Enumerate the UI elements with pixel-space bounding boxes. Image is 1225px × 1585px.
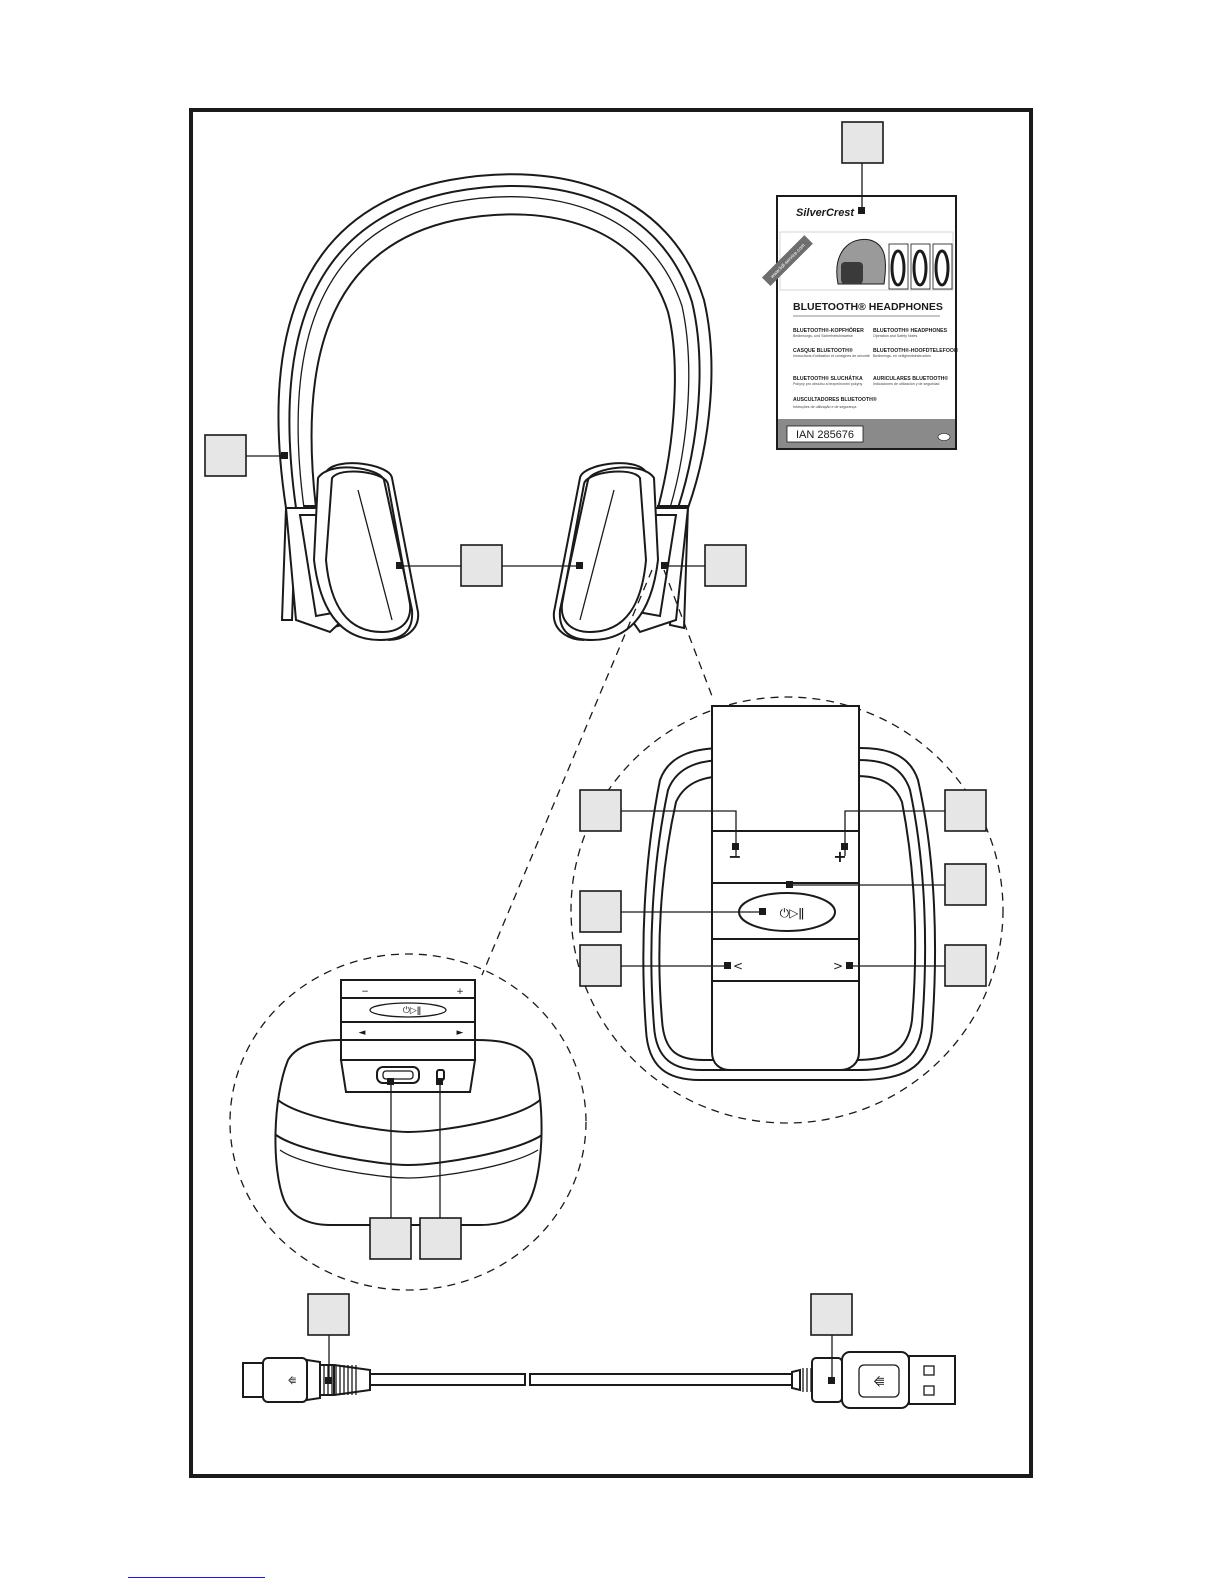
manual-entry-sub: Bedienings- en veiligheidsinstructies <box>873 354 931 358</box>
usb-cable: ⭅ ⭅ <box>242 1351 956 1409</box>
callout-volume-down <box>579 789 622 832</box>
manual-entry-sub: Operation and Safety Notes <box>873 334 918 338</box>
next-track-icon: > <box>833 959 843 973</box>
previous-track-icon: < <box>733 959 743 973</box>
manual-title: BLUETOOTH® HEADPHONES <box>793 301 943 313</box>
mini-power-play-icon: ⏻▷ǁ <box>403 1005 421 1016</box>
manual-booklet: SilverCrest www.lidl-service.com BLUETOO… <box>761 195 958 450</box>
manual-entry-sub: Bedienungs- und Sicherheitshinweise <box>793 334 853 338</box>
zoom-circle-controls <box>570 696 1004 1124</box>
callout-ear-cushions <box>460 544 503 587</box>
mini-prev-icon: ◄ <box>359 1028 366 1038</box>
callout-usb-a-connector <box>810 1293 853 1336</box>
callout-volume-up <box>944 789 987 832</box>
manual-entry-lang: CASQUE BLUETOOTH® <box>793 347 853 354</box>
manual-brand: SilverCrest <box>796 207 855 219</box>
manual-entry-lang: BLUETOOTH® HEADPHONES <box>873 327 948 334</box>
manual-entry-list: BLUETOOTH®-KOPFHÖRER Bedienungs- und Sic… <box>793 327 958 409</box>
page-frame <box>189 108 1033 1478</box>
power-play-icon: ⏻▷ǁ <box>780 906 805 920</box>
callout-control-panel <box>704 544 747 587</box>
micro-usb-plug <box>242 1362 264 1398</box>
usb-a-plug <box>908 1355 956 1405</box>
manual-entry-sub: Instructions d'utilisation et consignes … <box>793 354 870 358</box>
manual-entry-lang: BLUETOOTH®-KOPFHÖRER <box>793 327 864 334</box>
manual-entry-sub: Pokyny pro obsluhu a bezpečnostní pokyny <box>793 382 863 386</box>
manual-entry-lang: BLUETOOTH®-HOOFDTELEFOON <box>873 347 958 354</box>
callout-reset-hole <box>419 1217 462 1260</box>
manual-ian: IAN 285676 <box>796 429 854 441</box>
callout-led <box>944 863 987 906</box>
callout-power-play <box>579 890 622 933</box>
manual-photo-headphones <box>836 238 953 290</box>
manual-entry-lang: BLUETOOTH® SLUCHÁTKA <box>793 375 863 382</box>
footer-link-underline[interactable] <box>128 1577 265 1578</box>
callout-manual <box>841 121 884 164</box>
manual-entry-lang: AURICULARES BLUETOOTH® <box>873 375 948 382</box>
mini-next-icon: ► <box>457 1028 464 1038</box>
control-panel-closeup: ⏻▷ǁ − + < > <box>642 705 937 1081</box>
callout-micro-usb-connector <box>307 1293 350 1336</box>
mini-minus-icon: − <box>361 987 369 997</box>
charging-port-closeup: ⏻▷ǁ − + ◄ ► <box>274 979 543 1226</box>
zoom-circle-port <box>229 953 587 1291</box>
callout-next-track <box>944 944 987 987</box>
callout-headband <box>204 434 247 477</box>
volume-up-icon: + <box>833 847 846 866</box>
micro-usb-trident-icon: ⭅ <box>288 1376 296 1387</box>
mini-plus-icon: + <box>456 987 464 997</box>
manual-entry-sub: Instruções de utilização e de segurança <box>793 405 856 409</box>
callout-previous-track <box>579 944 622 987</box>
manual-entry-sub: Indicaciones de utilización y de segurid… <box>873 382 939 386</box>
headphones-illustration <box>277 173 713 642</box>
manual-entry-lang: AUSCULTADORES BLUETOOTH® <box>793 396 877 403</box>
callout-micro-usb-port <box>369 1217 412 1260</box>
volume-down-icon: − <box>728 847 741 866</box>
usb-trident-icon: ⭅ <box>874 1375 885 1389</box>
